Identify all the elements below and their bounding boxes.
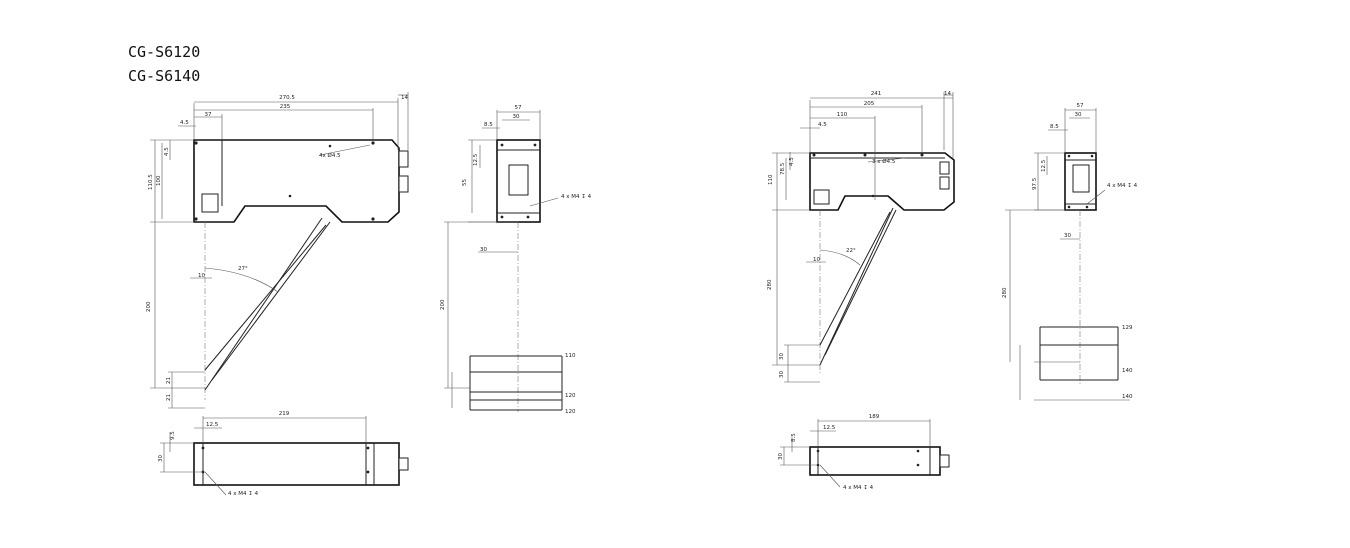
- left-top-view: 219 12.5 9.5 30 4 x M4 ↧ 4: [158, 411, 409, 497]
- left-top-h1: 9.5: [170, 431, 176, 440]
- left-front-view: 57 30 8.5 12.5 55 4 x M4 ↧ 4 200 30 110 …: [440, 105, 592, 415]
- left-dim-beam: 10: [198, 273, 205, 279]
- right-connector-bottom: [939, 176, 950, 190]
- model-title-1: CG-S6120: [128, 43, 201, 61]
- left-front-s1: 110: [565, 353, 576, 359]
- left-top-connector: [398, 457, 409, 471]
- right-top-body: [809, 446, 941, 476]
- right-side-view: 241 14 205 110 4.5 110 78.5 4.5 3 x Ø4.5…: [767, 91, 955, 383]
- right-front-s2: 140: [1122, 368, 1133, 374]
- right-top-length: 189: [869, 414, 880, 420]
- left-front-screws: 4 x M4 ↧ 4: [561, 194, 592, 200]
- right-front-up: 12.5: [1041, 159, 1047, 172]
- model-titles: CG-S6120 CG-S6140: [128, 40, 200, 88]
- right-top-h1: 8.5: [791, 433, 797, 442]
- left-front-up: 12.5: [473, 153, 479, 166]
- right-dim-d1: 30: [779, 353, 785, 360]
- right-front-view: 57 30 8.5 12.5 97.5 4 x M4 ↧ 4 280 30 12…: [1002, 103, 1138, 401]
- right-front-edge: 8.5: [1050, 124, 1059, 130]
- right-front-h: 97.5: [1032, 177, 1038, 190]
- right-front-screws: 4 x M4 ↧ 4: [1107, 183, 1138, 189]
- right-dim-total: 241: [871, 91, 882, 97]
- right-dim-range: 280: [767, 279, 773, 290]
- right-side-body: [809, 152, 955, 211]
- left-side-window: [201, 193, 219, 213]
- left-dim-holes: 4x Ø4.5: [319, 152, 341, 159]
- right-dim-flange: 14: [944, 91, 951, 97]
- right-dim-offset: 110: [837, 112, 848, 118]
- left-dim-h-inner: 100: [156, 175, 162, 186]
- right-dim-angle: 22°: [846, 248, 856, 254]
- left-front-h: 55: [462, 179, 468, 186]
- left-front-body: [496, 139, 541, 223]
- right-dim-h-outer: 110: [768, 174, 774, 185]
- left-connector-bottom: [398, 175, 409, 193]
- left-front-width: 57: [515, 105, 522, 111]
- left-dim-offset: 37: [205, 112, 212, 118]
- left-side-view: 270.5 14 235 37 4.5 110.5 100 4.5 4x Ø4.…: [146, 92, 409, 409]
- right-dim-top: 4.5: [789, 157, 795, 166]
- right-connector-top: [939, 161, 950, 175]
- right-side-window: [813, 189, 830, 205]
- left-dim-d1: 21: [166, 377, 172, 384]
- left-front-center: 30: [480, 247, 487, 253]
- left-dim-h-outer: 110.5: [148, 174, 154, 190]
- left-side-body: [193, 139, 400, 223]
- right-dim-holes: 3 x Ø4.5: [872, 158, 896, 165]
- left-top-screws: 4 x M4 ↧ 4: [228, 491, 259, 497]
- left-dim-d2: 21: [166, 394, 172, 401]
- right-front-window: [1072, 164, 1090, 193]
- left-dim-top: 4.5: [164, 147, 170, 156]
- right-front-s3: 140: [1122, 394, 1133, 400]
- left-front-inner: 30: [513, 114, 520, 120]
- right-top-edge: 12.5: [823, 425, 836, 431]
- right-front-inner: 30: [1075, 112, 1082, 118]
- left-top-h2: 30: [158, 455, 164, 462]
- right-dim-beam: 10: [813, 257, 820, 263]
- right-top-view: 189 12.5 8.5 30 4 x M4 ↧ 4: [778, 414, 950, 491]
- left-front-s2: 120: [565, 393, 576, 399]
- right-front-body: [1064, 152, 1097, 211]
- left-front-window: [508, 164, 529, 196]
- left-dim-range: 200: [146, 301, 152, 312]
- left-top-length: 219: [279, 411, 290, 417]
- right-dim-h-inner: 78.5: [780, 162, 786, 175]
- right-top-connector: [939, 454, 950, 468]
- right-dim-d2: 30: [779, 371, 785, 378]
- right-front-width: 57: [1077, 103, 1084, 109]
- left-dim-flange: 14: [401, 95, 408, 101]
- model-title-2: CG-S6140: [128, 67, 201, 85]
- left-dim-angle: 27°: [238, 266, 248, 272]
- right-dim-edge: 4.5: [818, 122, 827, 128]
- right-dim-body: 205: [864, 101, 875, 107]
- left-front-edge: 8.5: [484, 122, 493, 128]
- left-front-dist: 200: [440, 299, 446, 310]
- left-dim-total: 270.5: [279, 95, 295, 101]
- right-front-s1: 129: [1122, 325, 1133, 331]
- left-front-s3: 120: [565, 409, 576, 415]
- left-top-edge: 12.5: [206, 422, 219, 428]
- left-dim-body: 235: [280, 104, 291, 110]
- left-dim-edge: 4.5: [180, 120, 189, 126]
- right-top-h2: 30: [778, 453, 784, 460]
- right-front-dist: 280: [1002, 287, 1008, 298]
- right-top-screws: 4 x M4 ↧ 4: [843, 485, 874, 491]
- right-front-center: 30: [1064, 233, 1071, 239]
- left-connector-top: [398, 150, 409, 168]
